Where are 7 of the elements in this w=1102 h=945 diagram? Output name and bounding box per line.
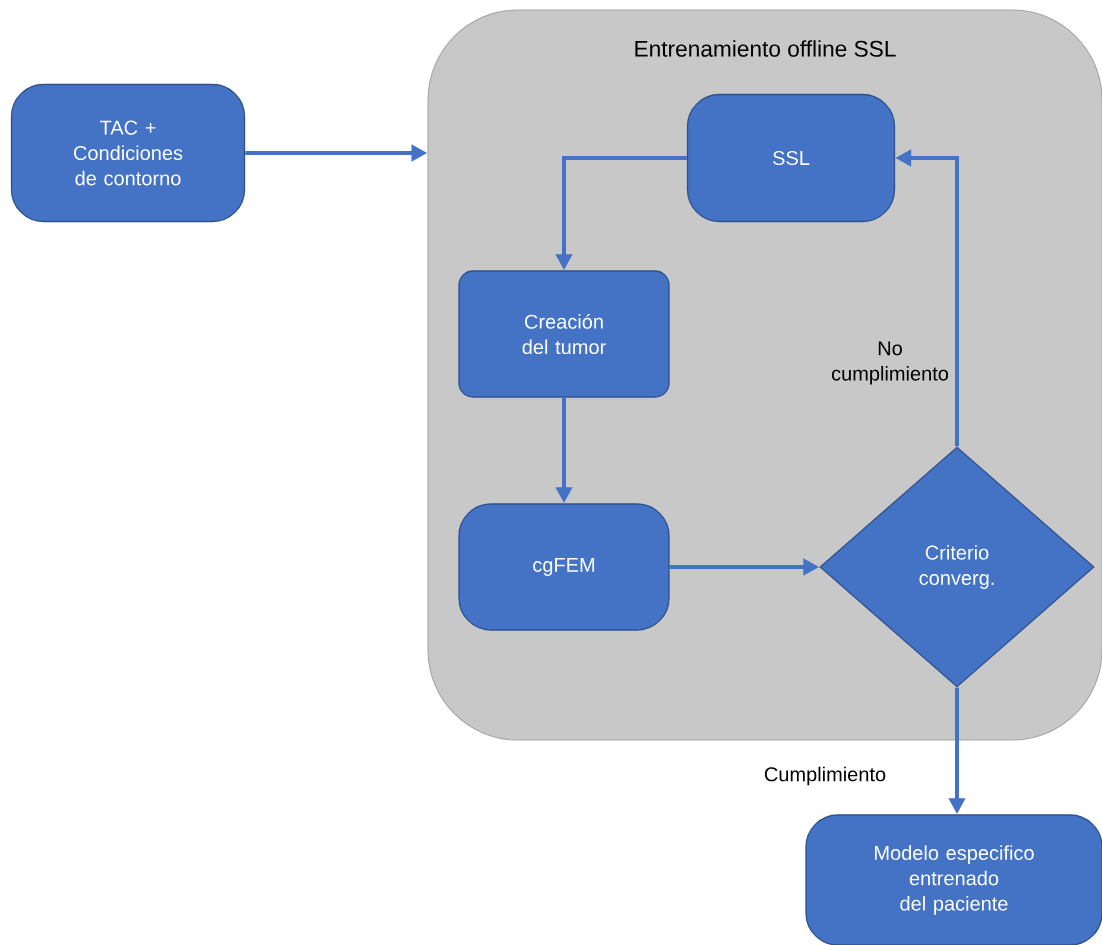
- edge-label: No cumplimiento: [831, 341, 949, 385]
- process-box: Modelo especifico entrenado del paciente: [805, 814, 1102, 945]
- edge-label: Cumplimiento: [764, 766, 886, 786]
- process-box: TAC + Condiciones de contorno: [10, 83, 246, 223]
- process-box: cgFEM: [458, 503, 670, 631]
- process-box: SSL: [686, 93, 896, 223]
- process-box: Creación del tumor: [458, 270, 670, 398]
